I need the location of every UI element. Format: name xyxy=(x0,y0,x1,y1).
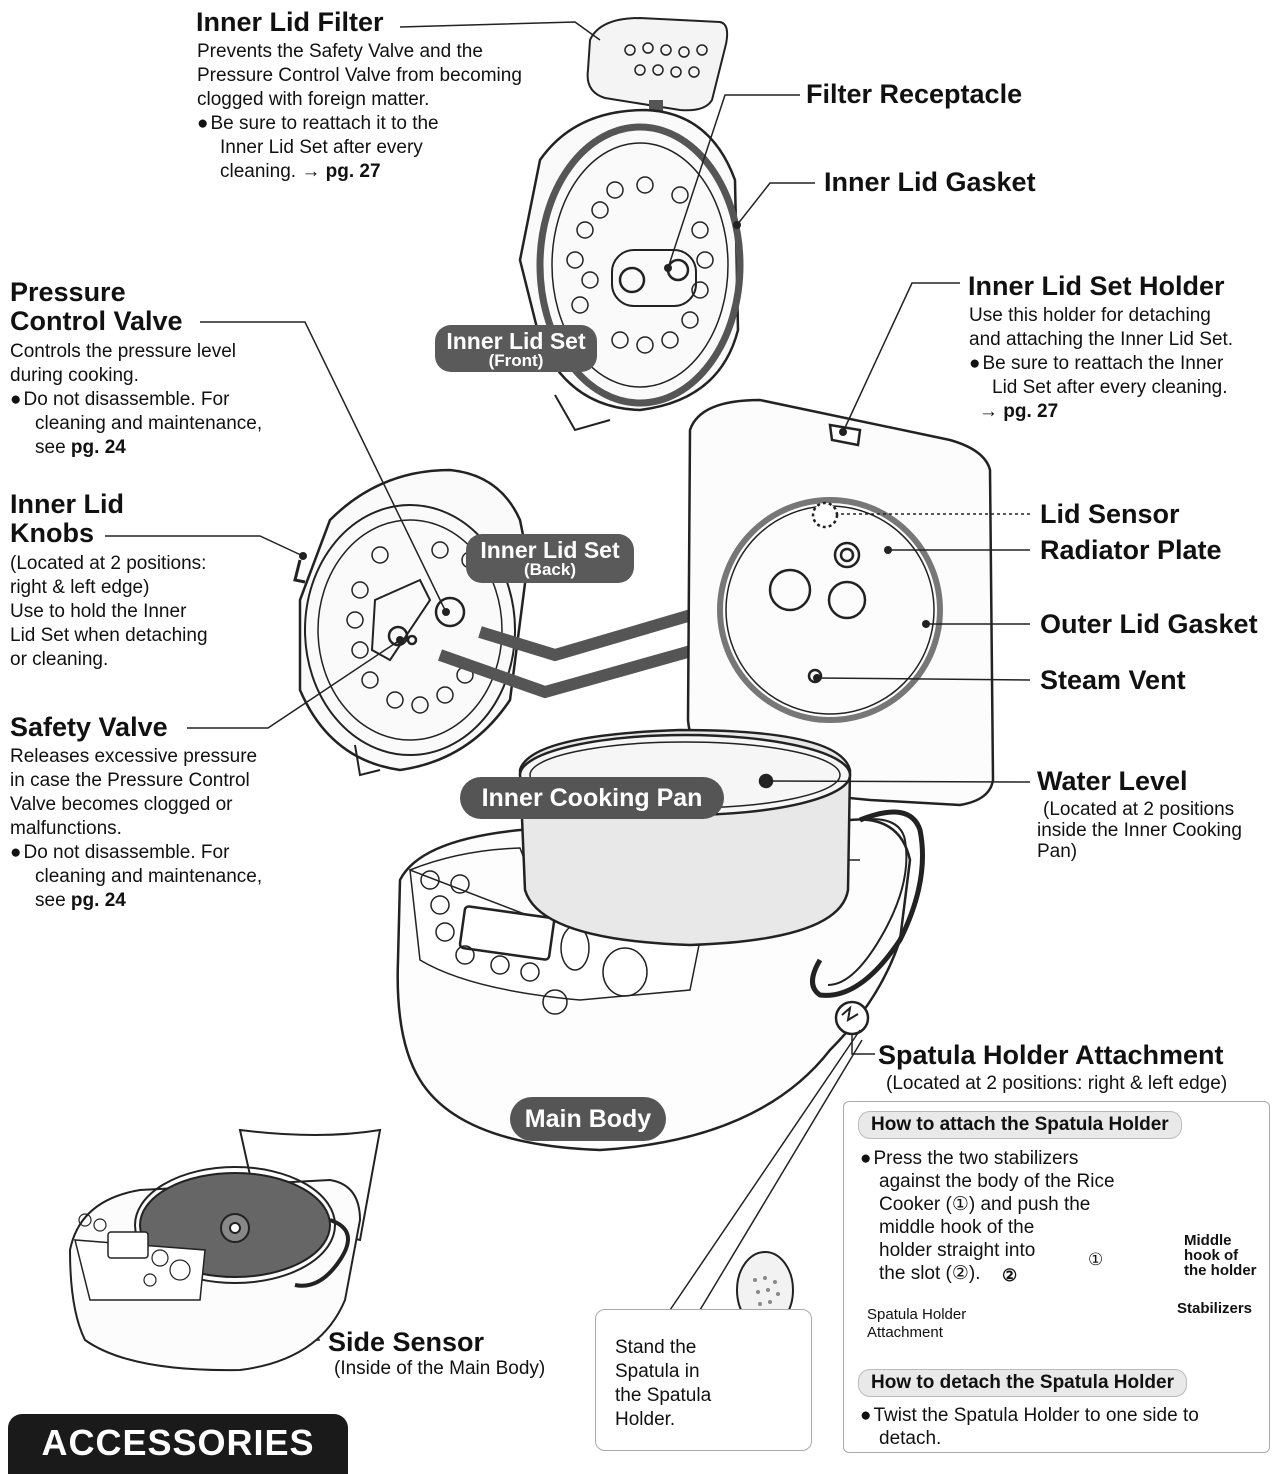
pressure-control-valve-title: Pressure Control Valve xyxy=(10,278,183,336)
stand-spatula-text: Stand the Spatula in the Spatula Holder. xyxy=(615,1336,711,1432)
detach-instructions: Twist the Spatula Holder to one side to … xyxy=(860,1404,1199,1450)
safety-valve-desc: Releases excessive pressure in case the … xyxy=(10,745,262,913)
side-sensor-title: Side Sensor xyxy=(328,1328,484,1357)
marker-2: ② xyxy=(1002,1266,1017,1286)
spatula-holder-attachment-title: Spatula Holder Attachment xyxy=(878,1041,1224,1070)
inner-lid-front-drawing xyxy=(520,110,740,430)
inner-lid-filter-bullet: Be sure to reattach it to the xyxy=(197,112,522,136)
side-sensor-desc: (Inside of the Main Body) xyxy=(334,1357,545,1381)
inner-lid-back-pill: Inner Lid Set (Back) xyxy=(466,534,634,583)
attachment-label: Spatula Holder Attachment xyxy=(867,1306,966,1342)
inner-lid-knobs-title: Inner Lid Knobs xyxy=(10,490,124,548)
attach-section-title: How to attach the Spatula Holder xyxy=(858,1111,1182,1139)
stabilizers-label: Stabilizers xyxy=(1177,1300,1252,1317)
attach-instructions: Press the two stabilizers against the bo… xyxy=(860,1147,1115,1285)
page-ref: → pg. 27 xyxy=(969,400,1233,424)
water-level-title: Water Level xyxy=(1037,767,1188,796)
water-level-desc: (Located at 2 positions inside the Inner… xyxy=(1037,799,1242,862)
inner-lid-filter-drawing xyxy=(588,18,728,110)
pressure-control-valve-desc: Controls the pressure level during cooki… xyxy=(10,340,262,460)
accessories-heading: ACCESSORIES xyxy=(8,1414,348,1474)
inner-lid-set-holder-desc: Use this holder for detaching and attach… xyxy=(969,304,1233,424)
page-ref: pg. 24 xyxy=(71,437,126,458)
page-ref: pg. 24 xyxy=(71,890,126,911)
spatula-holder-attachment-desc: (Located at 2 positions: right & left ed… xyxy=(886,1072,1227,1096)
main-body-pill: Main Body xyxy=(510,1097,666,1141)
steam-vent-title: Steam Vent xyxy=(1040,666,1186,695)
page-ref: pg. 27 xyxy=(326,161,381,182)
middle-hook-label: Middle hook of the holder xyxy=(1184,1233,1257,1278)
marker-1: ① xyxy=(1088,1250,1103,1270)
inner-cooking-pan-drawing xyxy=(520,730,850,945)
filter-receptacle-title: Filter Receptacle xyxy=(806,80,1022,109)
detach-section-title: How to detach the Spatula Holder xyxy=(858,1369,1187,1397)
inner-lid-front-pill: Inner Lid Set (Front) xyxy=(435,325,597,372)
outer-lid-gasket-title: Outer Lid Gasket xyxy=(1040,610,1258,639)
inner-lid-set-holder-title: Inner Lid Set Holder xyxy=(968,272,1225,301)
inner-lid-knobs-desc: (Located at 2 positions: right & left ed… xyxy=(10,552,208,672)
radiator-plate-title: Radiator Plate xyxy=(1040,536,1222,565)
inner-lid-gasket-title: Inner Lid Gasket xyxy=(824,168,1036,197)
inner-lid-back-drawing xyxy=(295,470,528,775)
lid-sensor-title: Lid Sensor xyxy=(1040,500,1180,529)
safety-valve-title: Safety Valve xyxy=(10,713,168,742)
inner-lid-filter-title: Inner Lid Filter xyxy=(196,8,384,37)
inner-cooking-pan-pill: Inner Cooking Pan xyxy=(460,777,724,819)
inner-lid-filter-desc: Prevents the Safety Valve and the Pressu… xyxy=(197,40,522,184)
